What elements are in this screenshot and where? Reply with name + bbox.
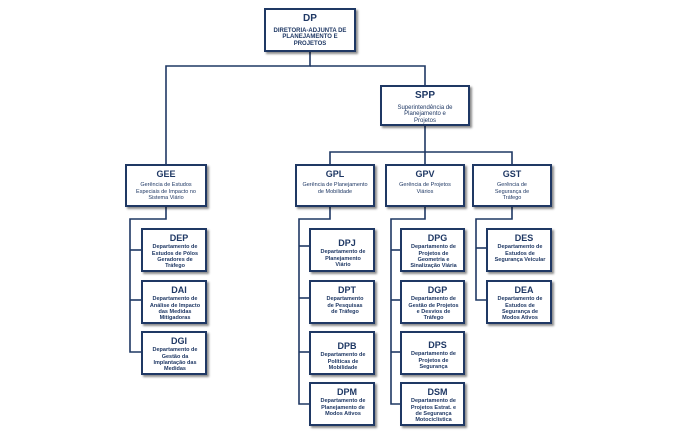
node-dps: DPS Departamento de Projetos de Seguranç… <box>400 331 465 375</box>
node-gee: GEE Gerência de Estudos Especiais de Imp… <box>125 164 207 207</box>
node-dpg-desc: Departamento de Projetos de Geometria e … <box>410 244 457 270</box>
node-dgi-code: DGI <box>170 336 187 346</box>
node-dpj-desc: Departamento de Planejamento Viário <box>320 249 366 269</box>
node-dgp: DGP Departamento de Gestão de Projetos e… <box>400 280 465 324</box>
node-dpm-code: DPM <box>337 387 357 397</box>
node-gee-code: GEE <box>156 169 176 179</box>
node-dpt-desc: Departamento de Pesquisas de Tráfego <box>326 296 364 316</box>
node-dpj-code: DPJ <box>338 238 356 248</box>
connector-spp <box>329 126 426 164</box>
node-spp-desc: Superintendência de Planejamento e Proje… <box>397 104 453 125</box>
node-dep: DEP Departamento de Estudos de Pólos Ger… <box>141 228 207 272</box>
connector-gee-depts <box>129 207 167 353</box>
node-dpt: DPT Departamento de Pesquisas de Tráfego <box>309 280 375 324</box>
node-dpb-code: DPB <box>337 341 357 351</box>
node-dgp-desc: Departamento de Gestão de Projetos e Des… <box>408 296 459 322</box>
connector-dp <box>165 52 311 164</box>
node-dsm: DSM Departamento de Projetos Estrat. e d… <box>400 382 465 426</box>
node-gst-code: GST <box>502 169 522 179</box>
node-dp: DP DIRETORIA-ADJUNTA DE PLANEJAMENTO E P… <box>264 8 356 52</box>
node-des-desc: Departamento de Estudos de Segurança Vei… <box>494 244 546 264</box>
node-gpv: GPV Gerência de Projetos Viários <box>385 164 465 207</box>
node-gst: GST Gerência de Segurança de Tráfego <box>472 164 552 207</box>
node-gee-desc: Gerência de Estudos Especiais de Impacto… <box>136 182 196 202</box>
node-dea: DEA Departamento de Estudos de Segurança… <box>486 280 552 324</box>
node-dgi: DGI Departamento de Gestão da Implantaçã… <box>141 331 207 375</box>
node-spp: SPP Superintendência de Planejamento e P… <box>380 85 470 126</box>
node-dpt-code: DPT <box>338 285 356 295</box>
node-dgp-code: DGP <box>427 285 448 295</box>
node-gst-desc: Gerência de Segurança de Tráfego <box>494 182 530 202</box>
node-gpl-code: GPL <box>325 169 345 179</box>
node-spp-code: SPP <box>414 90 435 101</box>
node-dps-desc: Departamento de Projetos de Segurança <box>411 351 456 371</box>
node-dpg-code: DPG <box>427 233 448 243</box>
node-gpv-desc: Gerência de Projetos Viários <box>399 182 451 195</box>
node-dai: DAI Departamento de Análise de Impacto d… <box>141 280 207 324</box>
node-des-code: DES <box>514 233 534 243</box>
node-dgi-desc: Departamento de Gestão da Implantação da… <box>152 347 198 373</box>
node-gpv-code: GPV <box>415 169 435 179</box>
node-dea-desc: Departamento de Estudos de Segurança de … <box>497 296 543 322</box>
node-dpb: DPB Departamento de Políticas de Mobilid… <box>309 331 375 375</box>
connector-gpl-depts <box>298 207 331 405</box>
node-dsm-code: DSM <box>427 387 448 397</box>
node-dpj: DPJ Departamento de Planejamento Viário <box>309 228 375 272</box>
node-dpg: DPG Departamento de Projetos de Geometri… <box>400 228 465 272</box>
connector-gpv-depts <box>390 207 426 405</box>
node-des: DES Departamento de Estudos de Segurança… <box>486 228 552 272</box>
node-dai-code: DAI <box>171 285 187 295</box>
connector-spp-gst <box>425 151 513 164</box>
node-dp-code: DP <box>303 13 317 24</box>
node-dpm-desc: Departamento de Planejamento de Modos At… <box>320 398 366 418</box>
node-gpl: GPL Gerência de Planejamento de Mobilida… <box>295 164 375 207</box>
connector-dp-spp <box>310 65 426 85</box>
connector-gst-depts <box>475 207 513 301</box>
node-dps-code: DPS <box>428 340 447 350</box>
node-dsm-desc: Departamento de Projetos Estrat. e de Se… <box>410 398 457 424</box>
node-dea-code: DEA <box>514 285 534 295</box>
node-dp-desc: DIRETORIA-ADJUNTA DE PLANEJAMENTO E PROJ… <box>273 27 347 48</box>
node-dep-desc: Departamento de Estudos de Pólos Gerador… <box>151 244 199 270</box>
node-dpb-desc: Departamento de Políticas de Mobilidade <box>320 352 366 372</box>
node-dpm: DPM Departamento de Planejamento de Modo… <box>309 382 375 426</box>
node-dai-desc: Departamento de Análise de Impacto das M… <box>149 296 201 322</box>
node-dep-code: DEP <box>169 233 189 243</box>
node-gpl-desc: Gerência de Planejamento de Mobilidade <box>302 182 368 195</box>
